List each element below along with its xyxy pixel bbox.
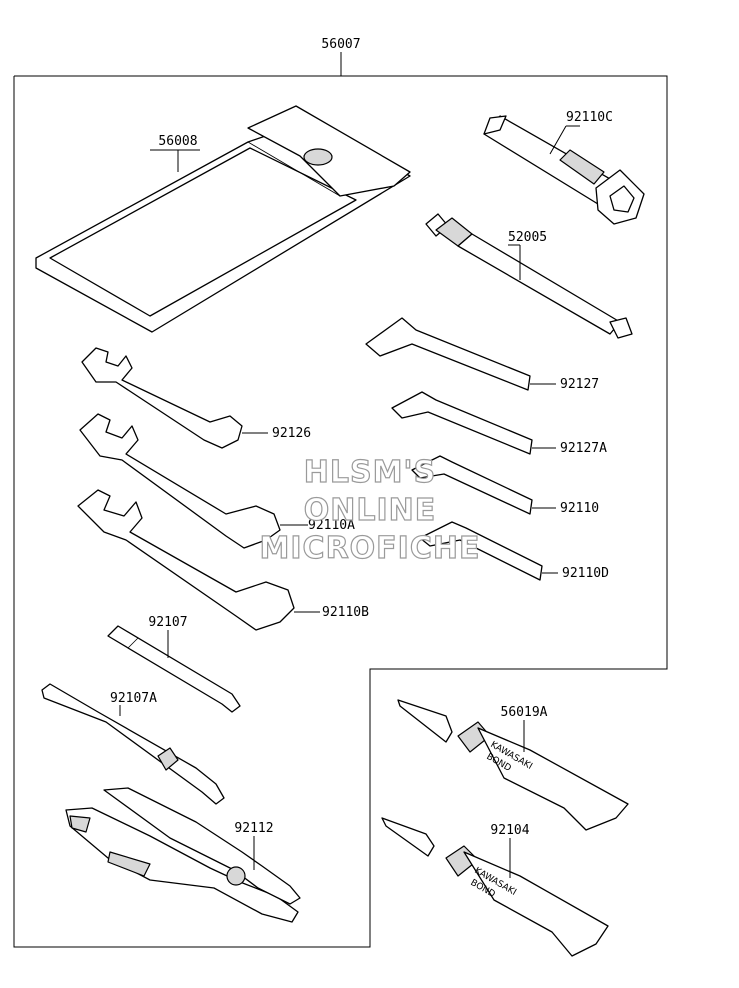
label-open-wrench-small: 92126 bbox=[272, 426, 311, 441]
label-hex-wrench-4: 92110D bbox=[562, 566, 609, 581]
assembly-label: 56007 bbox=[321, 37, 360, 52]
label-hex-wrench-2: 92127A bbox=[560, 441, 607, 456]
label-screwdriver-double: 92107A bbox=[110, 691, 157, 706]
hex-wrench-1[interactable] bbox=[365, 317, 556, 391]
screwdriver-double[interactable] bbox=[41, 683, 225, 805]
label-socket-wrench: 92110C bbox=[566, 110, 613, 125]
label-open-wrench-large: 92110B bbox=[322, 605, 369, 620]
label-screwdriver-handle: 52005 bbox=[508, 230, 547, 245]
tool-pouch[interactable] bbox=[35, 105, 411, 333]
label-screwdriver-bit: 92107 bbox=[148, 615, 187, 630]
screwdriver-handle[interactable] bbox=[425, 213, 633, 339]
label-bond-tube-2: 92104 bbox=[490, 823, 529, 838]
open-wrench-medium[interactable] bbox=[79, 413, 308, 549]
label-pouch: 56008 bbox=[158, 134, 197, 149]
watermark-line-2: ONLINE bbox=[304, 493, 437, 528]
hex-wrench-2[interactable] bbox=[391, 391, 556, 455]
label-pliers: 92112 bbox=[234, 821, 273, 836]
open-wrench-small[interactable] bbox=[81, 347, 268, 449]
label-hex-wrench-3: 92110 bbox=[560, 501, 599, 516]
screwdriver-bit[interactable] bbox=[107, 625, 241, 713]
diagram-frame: 56007 bbox=[13, 37, 668, 948]
hex-wrench-4[interactable] bbox=[419, 521, 558, 581]
pliers[interactable] bbox=[65, 787, 301, 923]
socket-wrench[interactable] bbox=[483, 115, 645, 225]
watermark-line-1: HLSM'S bbox=[304, 455, 436, 490]
hex-wrench-3[interactable] bbox=[411, 455, 556, 515]
open-wrench-large[interactable] bbox=[77, 489, 320, 631]
bond-tube-2[interactable]: KAWASAKI BOND bbox=[381, 817, 609, 957]
label-hex-wrench-1: 92127 bbox=[560, 377, 599, 392]
label-open-wrench-medium: 92110A bbox=[308, 518, 355, 533]
label-bond-tube-1: 56019A bbox=[501, 705, 548, 720]
watermark-line-3: MICROFICHE bbox=[260, 531, 481, 566]
watermark: HLSM'S ONLINE MICROFICHE bbox=[259, 454, 481, 566]
